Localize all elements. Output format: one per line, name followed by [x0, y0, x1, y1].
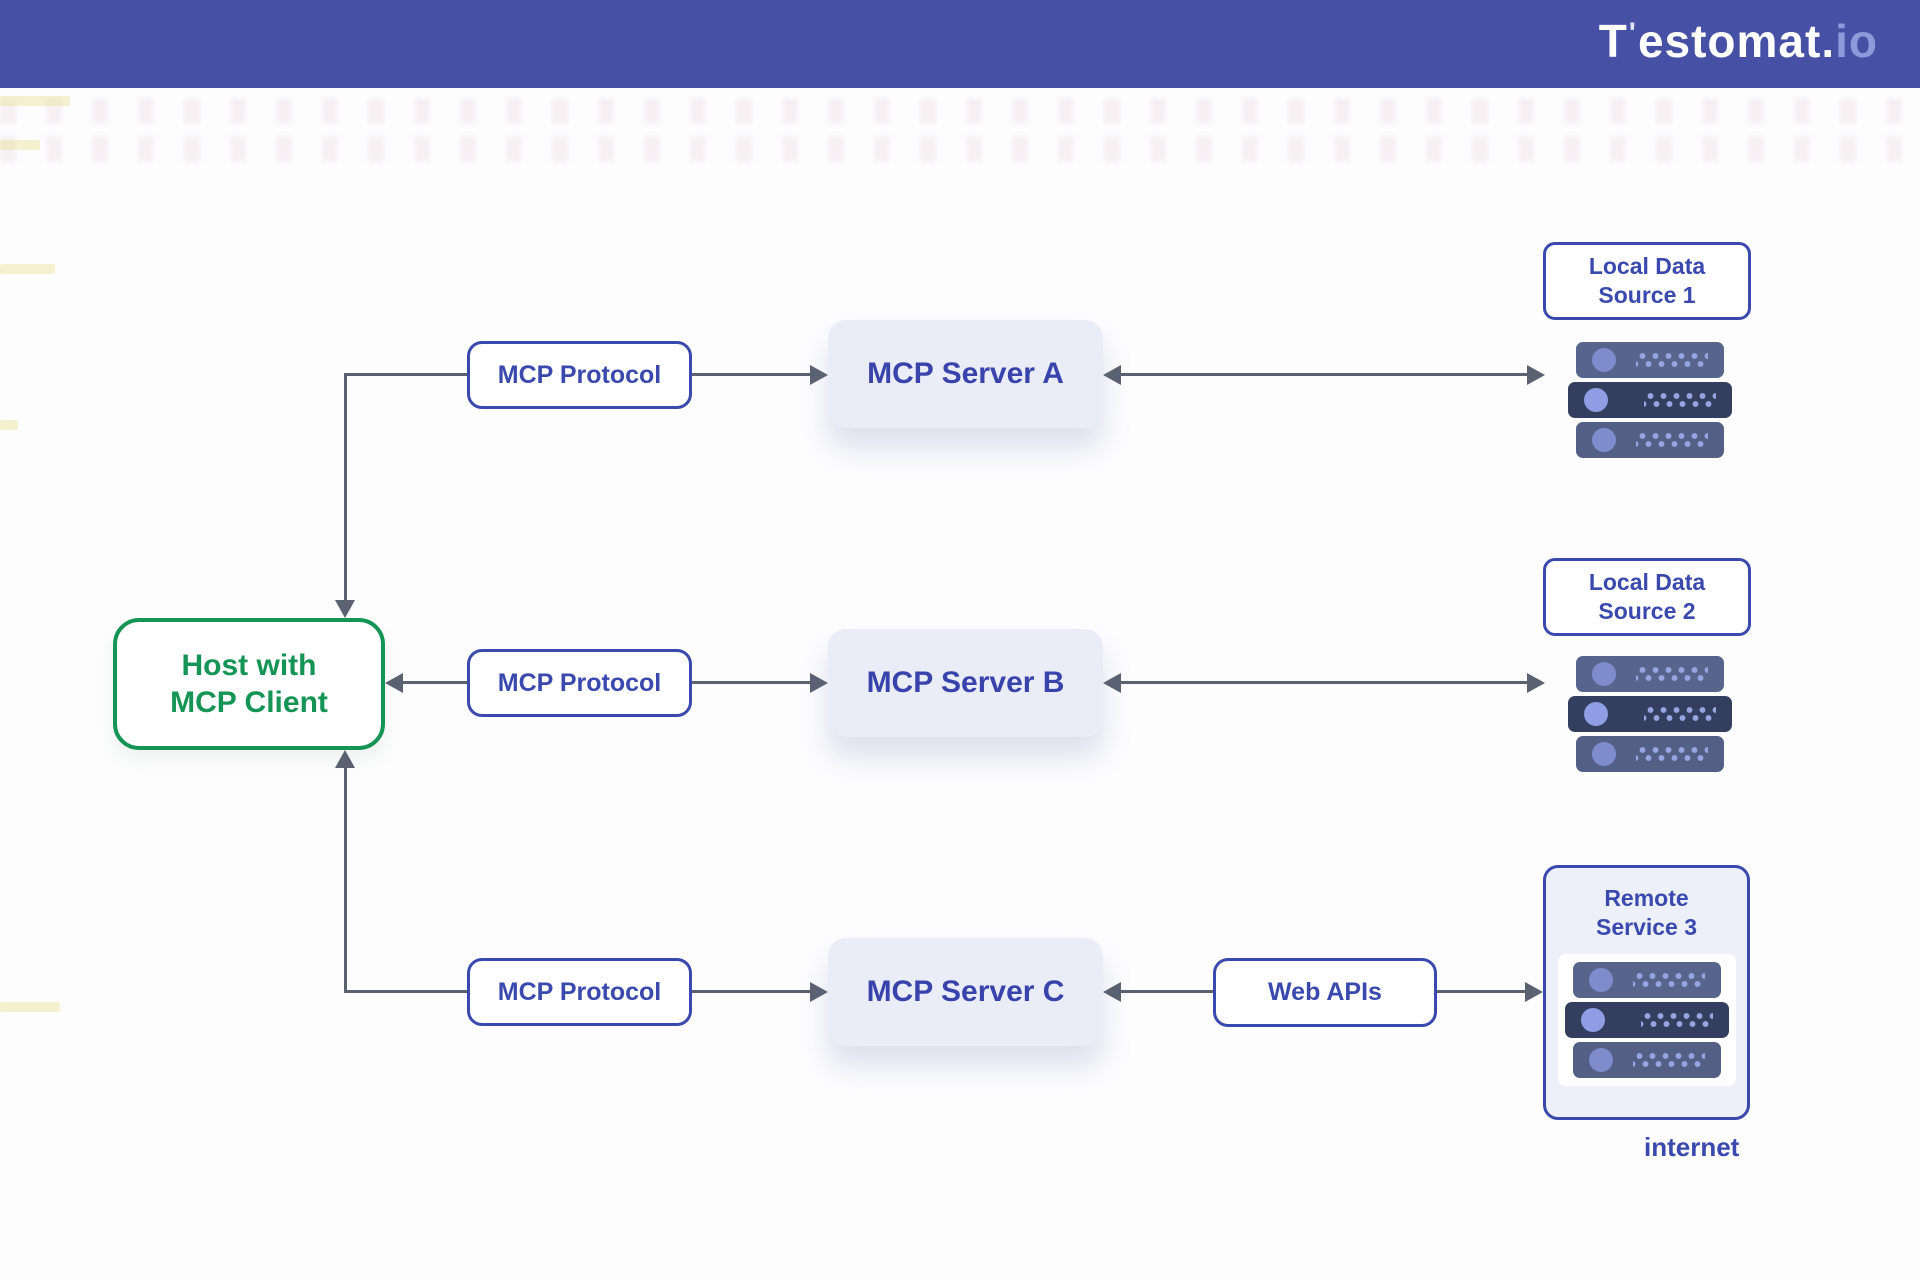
server-led — [1584, 388, 1608, 412]
server-stack-icon-1 — [1568, 342, 1732, 458]
connector-elbow-c-vertical — [344, 768, 347, 993]
connector-server-b-to-datasource-2 — [1121, 681, 1527, 684]
connector-webapis-to-remote — [1437, 990, 1525, 993]
connector-server-a-to-datasource-1 — [1121, 373, 1527, 376]
remote-service-3-box: Remote Service 3 — [1543, 865, 1750, 1120]
host-with-mcp-client-box: Host with MCP Client — [113, 618, 385, 750]
header-bar: T'estomat.io — [0, 0, 1920, 88]
mcp-server-c-box: MCP Server C — [828, 938, 1103, 1046]
local-data-source-1-label-box: Local Data Source 1 — [1543, 242, 1751, 320]
remote-service-line2: Service 3 — [1595, 913, 1698, 940]
server-stack-icon-3 — [1564, 961, 1729, 1078]
arrowhead-into-server-a-right — [1103, 365, 1121, 385]
logo-text-accent: io — [1835, 15, 1878, 67]
server-vents — [1644, 392, 1716, 408]
server-led — [1592, 348, 1616, 372]
background-artifact — [0, 420, 18, 430]
datasource-2-line1: Local Data — [1588, 569, 1706, 596]
watermark-row — [0, 98, 1920, 124]
connector-elbow-c-horizontal — [345, 990, 467, 993]
datasource-1-line2: Source 1 — [1598, 282, 1696, 308]
mcp-protocol-box-b: MCP Protocol — [467, 649, 692, 717]
arrowhead-into-datasource-2 — [1527, 673, 1545, 693]
server-led — [1592, 428, 1616, 452]
arrowhead-into-host-bottom — [335, 750, 355, 768]
server-led — [1588, 967, 1613, 992]
server-led — [1584, 702, 1608, 726]
server-stack-icon-2 — [1568, 656, 1732, 772]
server-vents — [1644, 706, 1716, 722]
server-stack-backdrop — [1557, 953, 1736, 1086]
background-artifact — [0, 140, 40, 150]
server-vents — [1640, 1011, 1713, 1028]
server-slab — [1572, 1041, 1721, 1078]
logo-text-t: T — [1598, 15, 1628, 67]
mcp-protocol-label-c: MCP Protocol — [497, 977, 662, 1006]
arrowhead-into-server-c — [810, 982, 828, 1002]
mcp-server-b-label: MCP Server B — [866, 666, 1065, 699]
remote-service-line1: Remote — [1604, 885, 1689, 911]
server-slab — [1576, 656, 1724, 692]
server-slab — [1576, 736, 1724, 772]
logo-text-main: estomat. — [1637, 15, 1836, 67]
testomat-logo: T'estomat.io — [1599, 14, 1878, 68]
arrowhead-into-host-right — [385, 673, 403, 693]
server-vents — [1636, 746, 1708, 762]
arrowhead-into-remote-service — [1525, 982, 1543, 1002]
arrowhead-into-datasource-1 — [1527, 365, 1545, 385]
datasource-1-line1: Local Data — [1588, 253, 1706, 280]
connector-elbow-a-horizontal — [345, 373, 467, 376]
arrowhead-into-server-b-right — [1103, 673, 1121, 693]
mcp-server-a-label: MCP Server A — [867, 357, 1064, 390]
host-label-line2: MCP Client — [170, 686, 328, 719]
server-slab — [1572, 961, 1721, 998]
server-slab — [1568, 696, 1732, 732]
mcp-protocol-box-c: MCP Protocol — [467, 958, 692, 1026]
mcp-protocol-label-b: MCP Protocol — [497, 668, 662, 697]
server-slab — [1564, 1001, 1729, 1038]
logo-tick: ' — [1628, 17, 1637, 50]
mcp-protocol-box-a: MCP Protocol — [467, 341, 692, 409]
server-vents — [1636, 666, 1708, 682]
internet-label: internet — [1644, 1132, 1740, 1162]
local-data-source-2-label-box: Local Data Source 2 — [1543, 558, 1751, 636]
connector-protocol-b-to-server-b — [692, 681, 810, 684]
web-apis-label: Web APIs — [1268, 978, 1382, 1006]
arrowhead-into-server-c-right — [1103, 982, 1121, 1002]
web-apis-box: Web APIs — [1213, 958, 1437, 1027]
server-slab — [1576, 342, 1724, 378]
server-led — [1592, 742, 1616, 766]
mcp-server-c-label: MCP Server C — [866, 975, 1065, 1008]
arrowhead-into-server-b — [810, 673, 828, 693]
server-led — [1588, 1047, 1613, 1072]
arrowhead-into-host-top — [335, 600, 355, 618]
server-slab — [1576, 422, 1724, 458]
connector-protocol-c-to-server-c — [692, 990, 810, 993]
host-label-line1: Host with — [181, 648, 317, 682]
server-vents — [1632, 971, 1705, 988]
watermark-row — [0, 136, 1920, 162]
server-vents — [1636, 432, 1708, 448]
background-artifact — [0, 96, 70, 106]
background-artifact — [0, 1002, 60, 1012]
mcp-protocol-label-a: MCP Protocol — [497, 360, 662, 389]
connector-elbow-a-vertical — [344, 373, 347, 600]
server-slab — [1568, 382, 1732, 418]
datasource-2-line2: Source 2 — [1598, 598, 1696, 624]
server-vents — [1632, 1051, 1705, 1068]
arrowhead-into-server-a — [810, 365, 828, 385]
connector-server-c-to-webapis — [1121, 990, 1213, 993]
connector-protocol-a-to-server-a — [692, 373, 810, 376]
mcp-server-a-box: MCP Server A — [828, 320, 1103, 428]
server-led — [1580, 1007, 1605, 1032]
server-vents — [1636, 352, 1708, 368]
connector-protocol-b-to-host — [403, 681, 467, 684]
mcp-server-b-box: MCP Server B — [828, 629, 1103, 737]
background-artifact — [0, 264, 55, 274]
server-led — [1592, 662, 1616, 686]
